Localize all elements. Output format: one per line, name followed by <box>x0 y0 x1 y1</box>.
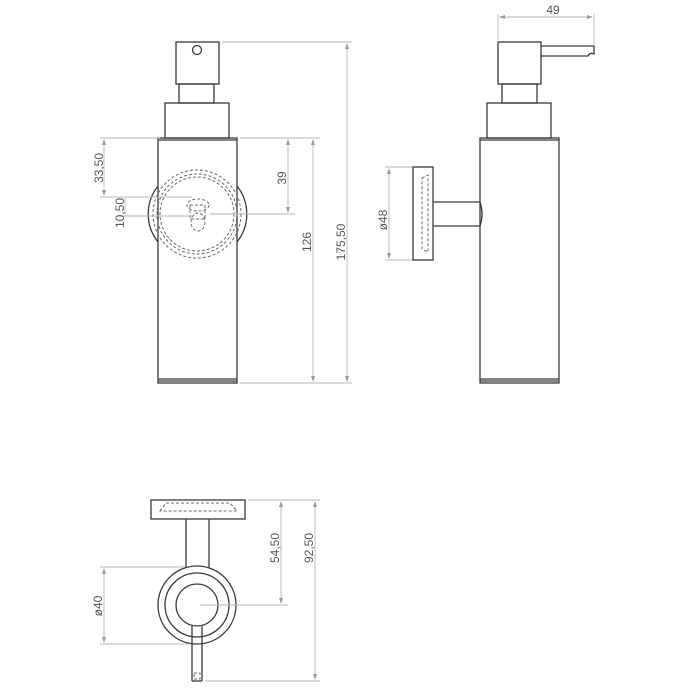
front-view: 33,50 10,50 39 126 175,50 <box>92 41 352 384</box>
top-view: 54,50 92,50 ø40 <box>91 499 320 682</box>
side-view: 49 ø48 <box>376 3 595 384</box>
wall-plate <box>412 166 434 261</box>
dim-o40: ø40 <box>91 595 105 616</box>
pump-head <box>497 41 542 85</box>
mounting-arm <box>433 201 483 227</box>
bottle-body <box>157 137 238 384</box>
hidden-keyhole-bottom <box>190 212 206 232</box>
hidden-keyhole-top <box>186 198 210 212</box>
wall-plate <box>150 499 246 520</box>
dim-39: 39 <box>275 171 289 185</box>
pump-collar <box>486 102 552 139</box>
dim-126: 126 <box>300 232 314 252</box>
pump-stem <box>178 83 215 104</box>
bottle-body <box>479 137 560 384</box>
dim-10-50: 10,50 <box>113 198 127 228</box>
dim-54-50: 54,50 <box>268 533 282 563</box>
dim-o48: ø48 <box>376 209 390 230</box>
pump-stem <box>501 83 538 104</box>
dim-92-50: 92,50 <box>302 533 316 563</box>
wall-plate-edge-left <box>147 185 159 243</box>
dim-33-50: 33,50 <box>92 153 106 183</box>
pump-spout <box>541 45 595 57</box>
dim-175-50: 175,50 <box>334 223 348 260</box>
pump-head <box>175 41 220 85</box>
pump-nozzle-hole <box>191 44 203 56</box>
dim-49: 49 <box>546 3 560 17</box>
pump-collar <box>164 102 230 139</box>
